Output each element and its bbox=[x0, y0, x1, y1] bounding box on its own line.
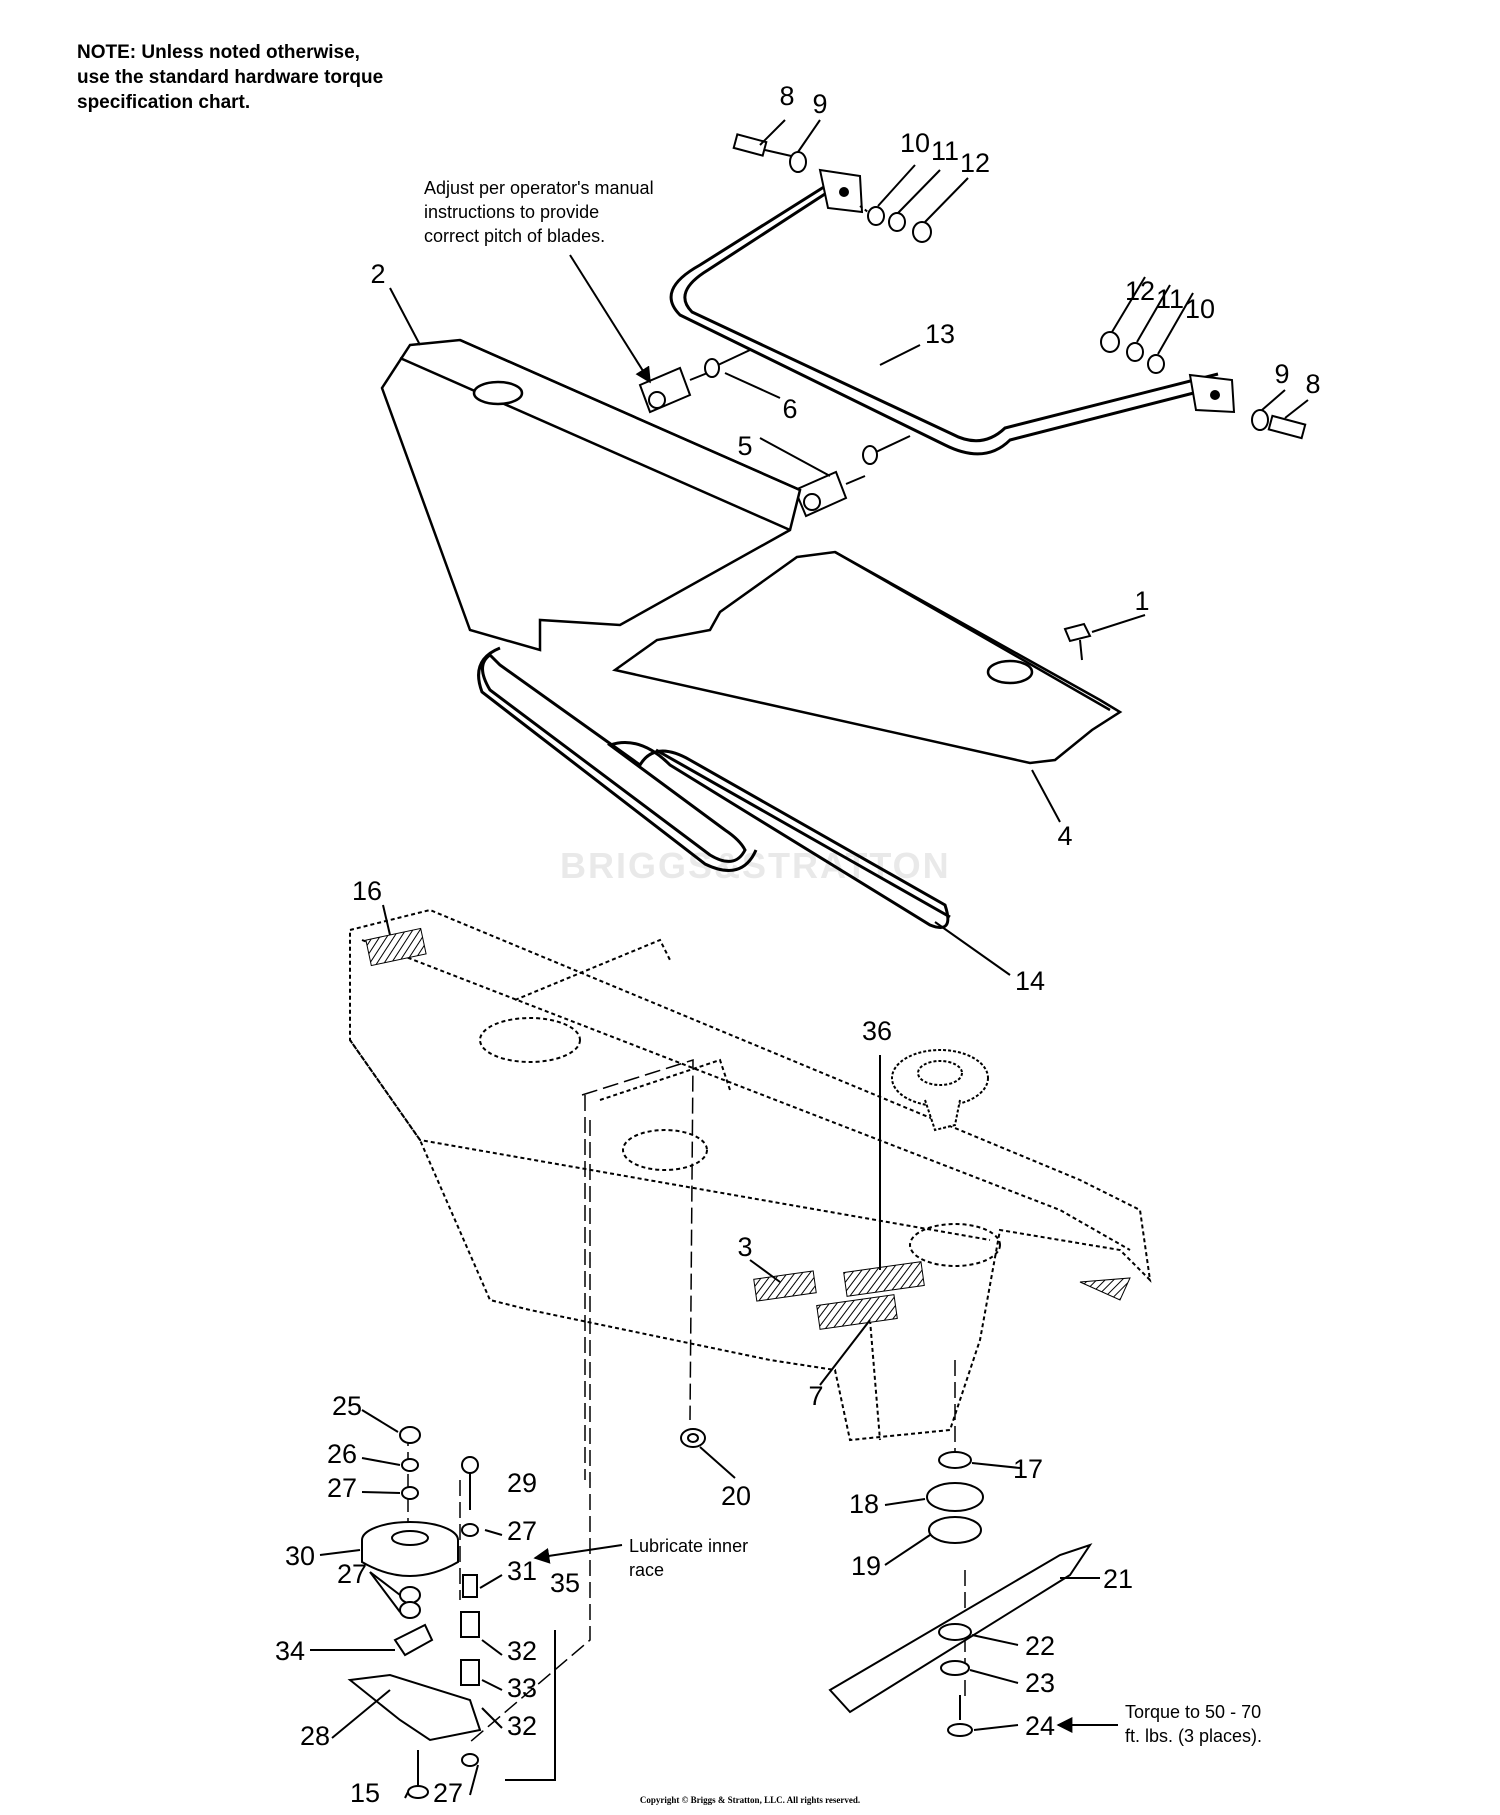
part-number-22: 22 bbox=[1025, 1631, 1055, 1661]
part-number-27a: 27 bbox=[327, 1473, 357, 1503]
decal-7 bbox=[816, 1294, 898, 1330]
part-number-31: 31 bbox=[507, 1556, 537, 1586]
part-number-27b: 27 bbox=[507, 1516, 537, 1546]
part-number-11: 11 bbox=[931, 136, 959, 166]
part-number-7: 7 bbox=[808, 1381, 823, 1411]
part-number-1: 1 bbox=[1134, 586, 1149, 616]
blade-assembly bbox=[828, 1451, 1093, 1737]
part-number-29: 29 bbox=[507, 1468, 537, 1498]
adjustment-bar bbox=[669, 178, 1226, 456]
decal-16 bbox=[365, 927, 427, 967]
part-number-32b: 32 bbox=[507, 1711, 537, 1741]
belt-cover-right bbox=[611, 550, 1123, 765]
decal-36 bbox=[843, 1261, 925, 1297]
part-number-15: 15 bbox=[350, 1778, 380, 1808]
part-number-19: 19 bbox=[851, 1551, 881, 1581]
part-number-25: 25 bbox=[332, 1391, 362, 1421]
mower-deck bbox=[349, 908, 1152, 1442]
part-number-24: 24 bbox=[1025, 1711, 1055, 1741]
part-number-36: 36 bbox=[862, 1016, 892, 1046]
part-number-12-right: 12 bbox=[1125, 276, 1155, 306]
part-number-17: 17 bbox=[1013, 1454, 1043, 1484]
part-number-4: 4 bbox=[1057, 821, 1072, 851]
part-number-27d: 27 bbox=[433, 1778, 463, 1808]
deck-hatch bbox=[1079, 1277, 1131, 1301]
part-number-8: 8 bbox=[779, 81, 794, 111]
part-number-16: 16 bbox=[352, 876, 382, 906]
part-number-30: 30 bbox=[285, 1541, 315, 1571]
part-number-13: 13 bbox=[925, 319, 955, 349]
hardware-top-left bbox=[732, 133, 932, 243]
part-number-34: 34 bbox=[275, 1636, 305, 1666]
bar-end-plate-left bbox=[818, 168, 864, 214]
drive-belt bbox=[477, 646, 951, 929]
part-number-5: 5 bbox=[737, 431, 752, 461]
idler-assembly bbox=[347, 1426, 482, 1799]
part-number-11-right: 11 bbox=[1156, 284, 1184, 314]
part-number-27c: 27 bbox=[337, 1559, 367, 1589]
decal-3 bbox=[753, 1270, 817, 1302]
cover-bolt bbox=[1063, 622, 1092, 661]
part-number-23: 23 bbox=[1025, 1668, 1055, 1698]
belt-cover-left bbox=[380, 338, 802, 652]
part-number-14: 14 bbox=[1015, 966, 1045, 996]
part-number-33: 33 bbox=[507, 1673, 537, 1703]
copyright: Copyright © Briggs & Stratton, LLC. All … bbox=[639, 1795, 861, 1805]
pitch-adjust-callout: Adjust per operator's manual instruction… bbox=[424, 178, 654, 246]
hardware-note: NOTE: Unless noted otherwise, use the st… bbox=[77, 40, 383, 115]
part-number-28: 28 bbox=[300, 1721, 330, 1751]
leader-lines bbox=[310, 119, 1309, 1799]
pitch-yoke-upper bbox=[638, 349, 751, 414]
spindle-housing bbox=[891, 1049, 989, 1132]
part-number-21: 21 bbox=[1103, 1564, 1133, 1594]
note-line-3: specification chart. bbox=[77, 92, 251, 113]
note-line-1: NOTE: Unless noted otherwise, bbox=[77, 42, 360, 63]
bracket-35 bbox=[505, 1630, 556, 1781]
part-number-8-right: 8 bbox=[1305, 369, 1320, 399]
part-number-26: 26 bbox=[327, 1439, 357, 1469]
part-number-2: 2 bbox=[370, 259, 385, 289]
part-number-9-right: 9 bbox=[1274, 359, 1289, 389]
nut-20 bbox=[680, 1428, 706, 1448]
bar-end-plate-right bbox=[1188, 373, 1236, 414]
part-number-12: 12 bbox=[960, 148, 990, 178]
centerlines bbox=[407, 1058, 966, 1743]
part-number-20: 20 bbox=[721, 1481, 751, 1511]
torque-callout: Torque to 50 - 70 ft. lbs. (3 places). bbox=[1125, 1702, 1263, 1746]
part-number-18: 18 bbox=[849, 1489, 879, 1519]
part-number-6: 6 bbox=[782, 394, 797, 424]
part-number-3: 3 bbox=[737, 1232, 752, 1262]
note-line-2: use the standard hardware torque bbox=[77, 67, 384, 88]
part-number-10-right: 10 bbox=[1185, 294, 1215, 324]
hardware-top-right bbox=[1100, 331, 1307, 440]
part-number-9: 9 bbox=[812, 89, 827, 119]
pitch-yoke-lower bbox=[793, 435, 911, 518]
lubricate-callout: Lubricate inner race bbox=[629, 1536, 749, 1580]
part-numbers: 1 2 3 4 5 6 7 8 9 10 11 12 13 14 15 16 1… bbox=[275, 81, 1321, 1808]
part-number-10: 10 bbox=[900, 128, 930, 158]
part-number-32a: 32 bbox=[507, 1636, 537, 1666]
callout-arrows bbox=[533, 254, 1118, 1733]
part-number-35: 35 bbox=[550, 1568, 580, 1598]
